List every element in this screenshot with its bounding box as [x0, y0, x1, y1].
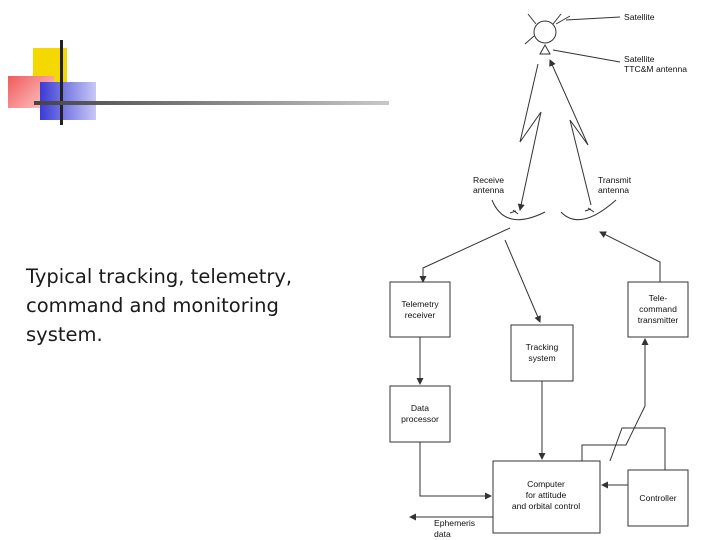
telemetry-receiver-box	[389, 281, 451, 338]
computer-label-2: for attitude	[526, 490, 567, 500]
processor-to-computer-line	[419, 442, 492, 500]
telecommand-label-2: command	[639, 304, 677, 314]
ephemeris-label-1: Ephemeris	[434, 518, 475, 528]
tracking-system-box	[510, 324, 574, 382]
telecommand-to-tx-line	[599, 231, 661, 282]
computer-label-1: Computer	[527, 479, 565, 489]
decor-vertical-line	[60, 40, 63, 125]
satellite-leader-line	[565, 16, 621, 21]
slide-caption: Typical tracking, telemetry, command and…	[26, 262, 356, 349]
caption-line: command and monitoring	[26, 294, 279, 317]
caption-line: system.	[26, 323, 103, 346]
transmit-antenna-label-1: Transmit	[598, 175, 632, 185]
decor-horizontal-rule	[34, 101, 389, 105]
caption-line: Typical tracking, telemetry,	[26, 265, 293, 288]
controller-feed-line	[609, 427, 666, 470]
telecommand-label-1: Tele-	[649, 293, 668, 303]
data-processor-box	[389, 385, 451, 443]
data-processor-label-2: processor	[401, 414, 439, 424]
transmit-antenna-label-2: antenna	[598, 185, 629, 195]
telecommand-transmitter-box	[627, 281, 689, 338]
satellite-icon	[524, 13, 571, 55]
controller-label: Controller	[639, 493, 676, 503]
receive-antenna-label-1: Receive	[473, 175, 504, 185]
computer-box	[492, 460, 601, 534]
ephemeris-label-2: data	[434, 529, 451, 539]
telecommand-label-3: transmitter	[638, 315, 679, 325]
receive-antenna-label-2: antenna	[473, 185, 504, 195]
computer-to-telecommand-line	[581, 338, 649, 461]
computer-label-3: and orbital control	[512, 501, 580, 511]
uplink-arrow	[549, 59, 592, 206]
telemetry-receiver-label-1: Telemetry	[401, 299, 439, 309]
tracking-system-label-1: Tracking	[526, 342, 559, 352]
downlink-arrow	[517, 63, 542, 211]
rx-to-tracking-line	[504, 239, 541, 323]
telemetry-receiver-label-2: receiver	[405, 310, 436, 320]
ttcm-antenna-label-2: TTC&M antenna	[624, 64, 687, 74]
rx-to-telemetry-line	[419, 227, 511, 283]
tracking-system-label-2: system	[528, 353, 555, 363]
data-processor-label-1: Data	[411, 403, 429, 413]
receive-antenna-icon	[491, 199, 546, 221]
controller-box	[627, 469, 689, 527]
ttcm-antenna-label-1: Satellite	[624, 54, 655, 64]
satellite-label: Satellite	[624, 12, 655, 22]
ttcm-leader-line	[552, 49, 621, 63]
transmit-antenna-icon	[560, 199, 617, 221]
